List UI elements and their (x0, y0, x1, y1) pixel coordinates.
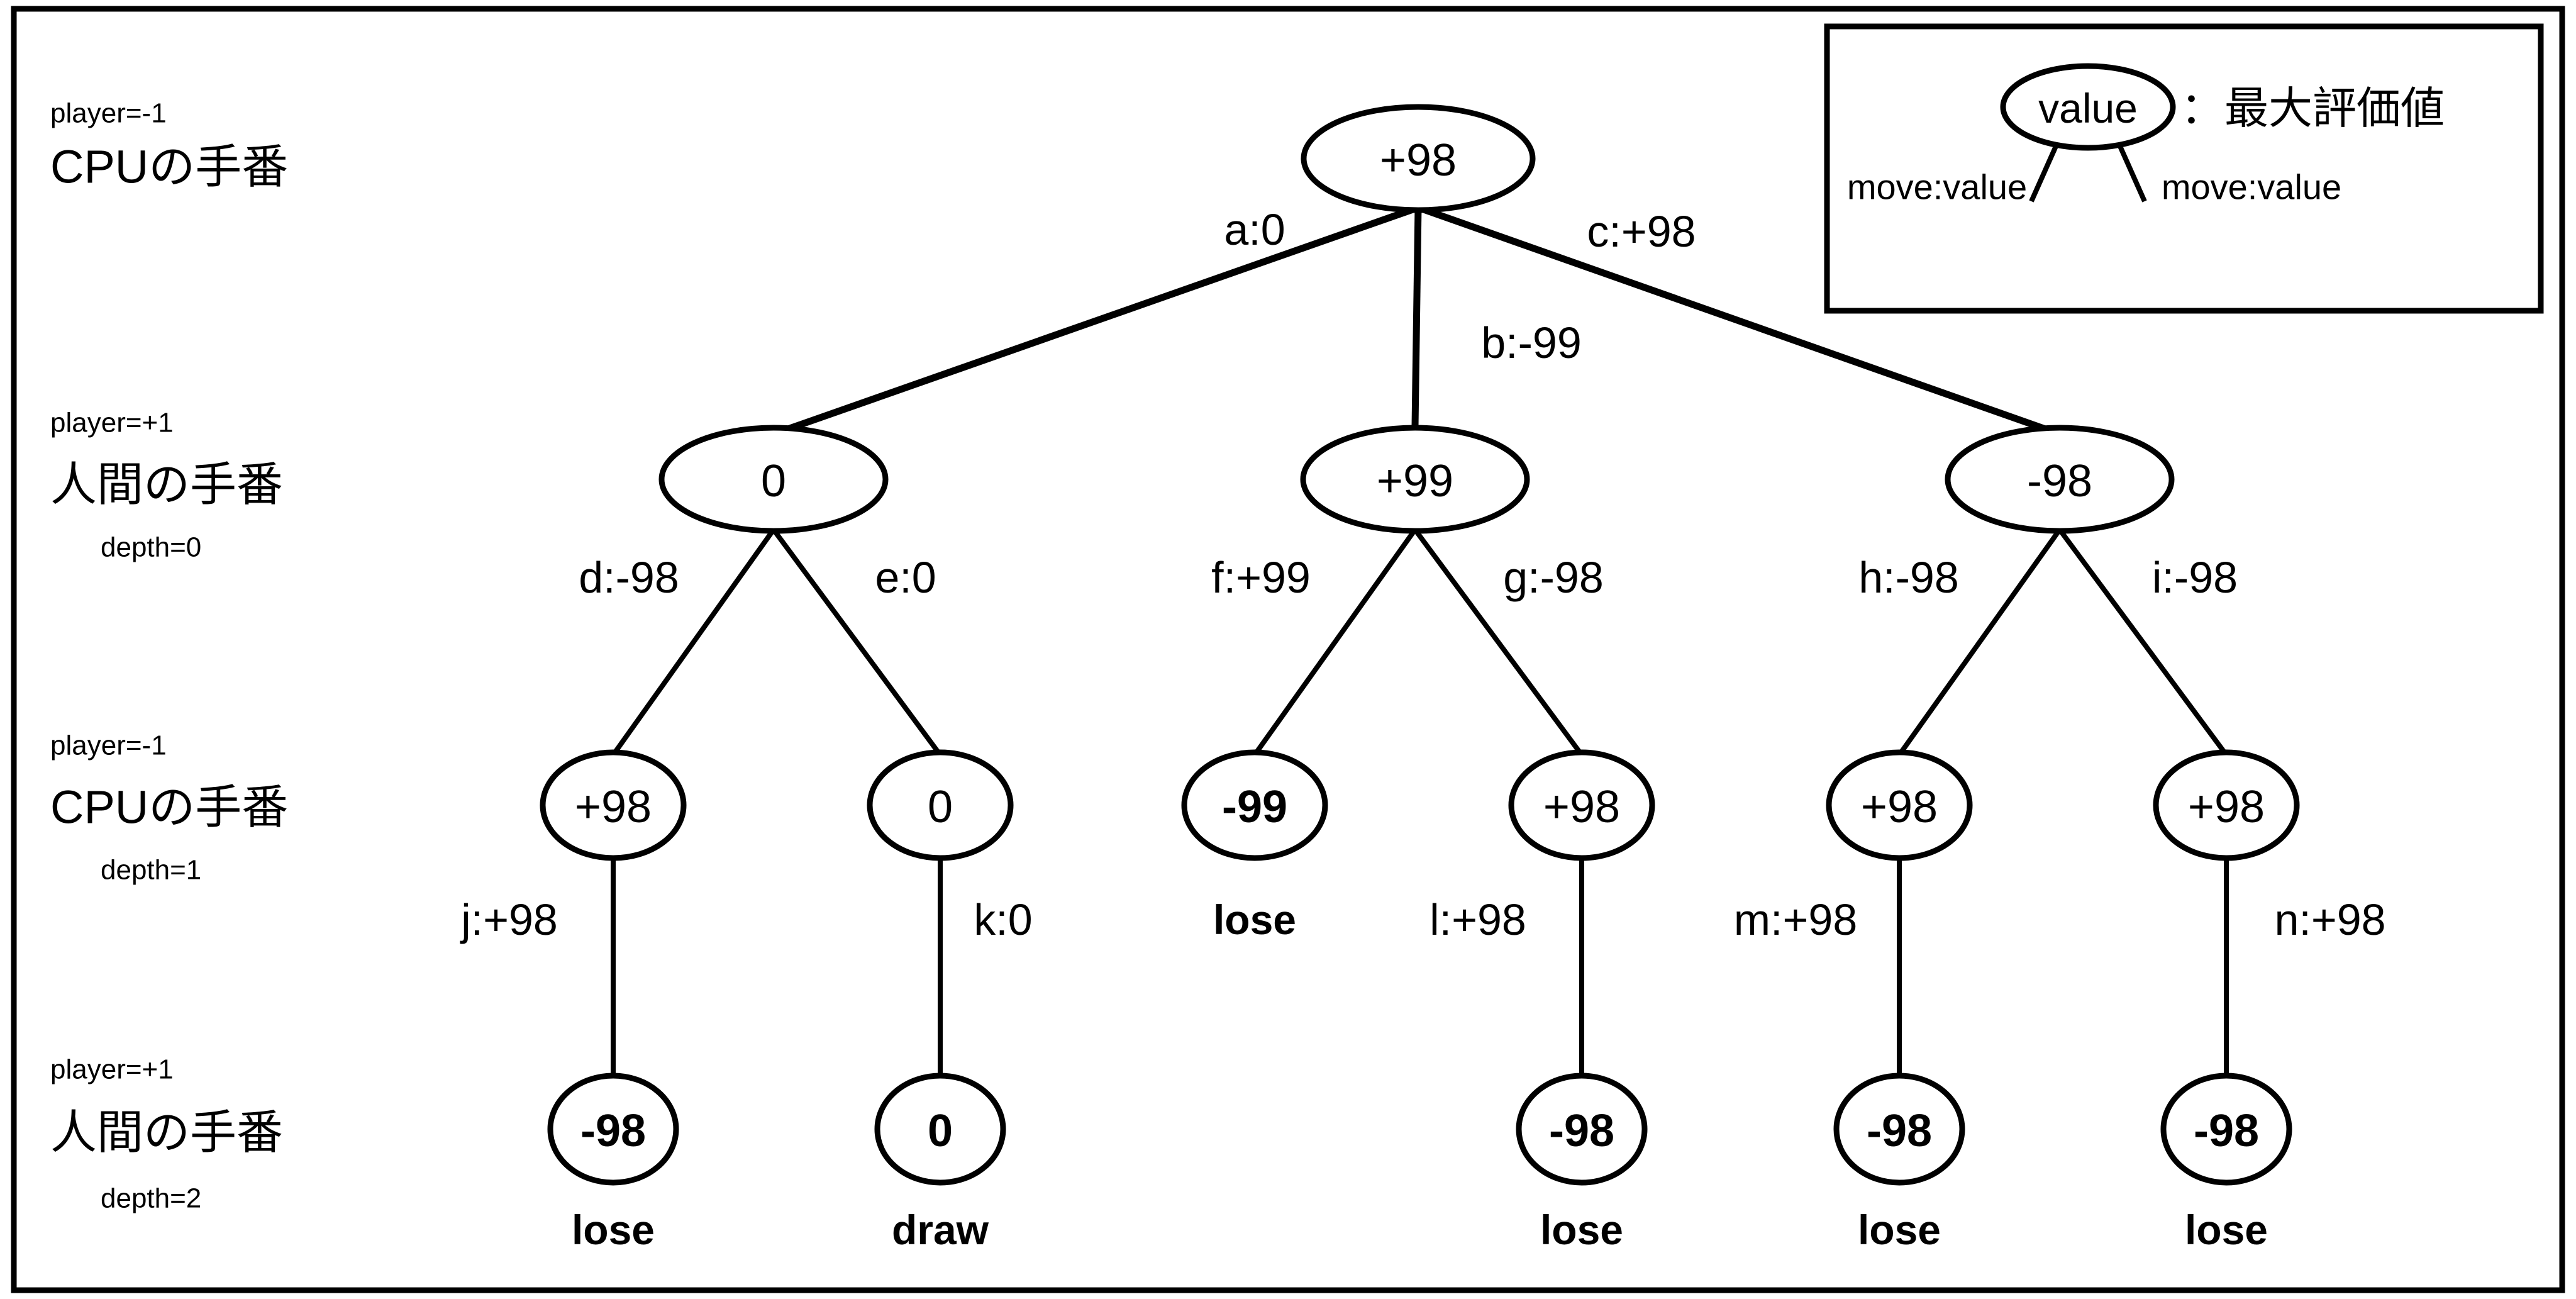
edge-m-label: m:+98 (1734, 895, 1858, 944)
node-e-value: 0 (928, 782, 953, 832)
node-h[interactable]: +98 (1826, 749, 1973, 861)
node-root-value: +98 (1380, 135, 1457, 186)
row-3-turn: 人間の手番 (50, 1107, 283, 1159)
legend-frame (1824, 23, 2544, 314)
node-e-shape (867, 749, 1014, 861)
node-n-terminal: lose (2185, 1207, 2268, 1253)
node-root[interactable]: +98 (1301, 104, 1536, 213)
node-c-shape (1945, 425, 2175, 534)
node-m-value: -98 (1867, 1106, 1932, 1156)
edge-d-label: d:-98 (579, 553, 679, 602)
node-l-value: -98 (1549, 1106, 1614, 1156)
legend-right-move-label: move:value (2162, 167, 2341, 207)
node-f-shape (1181, 749, 1328, 861)
node-b-shape (1300, 425, 1530, 534)
edge-a-line (772, 204, 1419, 438)
node-e[interactable]: 0 (867, 749, 1014, 861)
edge-j-label: j:+98 (460, 895, 558, 944)
edge-h-label: h:-98 (1858, 553, 1959, 602)
edge-c-label: c:+98 (1587, 207, 1696, 256)
node-m-shape (1833, 1073, 1965, 1186)
node-k-value: 0 (928, 1106, 953, 1156)
legend-node-label: value (2038, 85, 2138, 131)
legend-left-move-label: move:value (1847, 167, 2027, 207)
node-a[interactable]: 0 (658, 425, 889, 534)
edge-h-line (1897, 528, 2062, 757)
row-1-depth: depth=0 (101, 532, 201, 563)
node-b-value: +99 (1377, 456, 1453, 506)
node-f-terminal: lose (1213, 896, 1296, 943)
node-g[interactable]: +98 (1508, 749, 1655, 861)
node-d[interactable]: +98 (540, 749, 687, 861)
node-j[interactable]: -98 lose (547, 1073, 679, 1253)
row-2-depth: depth=1 (101, 855, 201, 886)
row-3-player: player=+1 (50, 1054, 174, 1085)
node-l-terminal: lose (1540, 1207, 1623, 1253)
node-g-shape (1508, 749, 1655, 861)
row-label-depth-1: player=-1 CPUの手番 depth=1 (50, 730, 288, 886)
node-j-value: -98 (580, 1106, 646, 1156)
node-n-value: -98 (2194, 1106, 2259, 1156)
row-0-player: player=-1 (50, 98, 167, 129)
edge-f-line (1252, 528, 1418, 757)
edge-b-line (1411, 207, 1422, 427)
edge-d-line (611, 528, 776, 757)
node-f-value: -99 (1222, 782, 1287, 832)
node-l-shape (1516, 1073, 1648, 1186)
node-c[interactable]: -98 (1945, 425, 2175, 534)
row-2-player: player=-1 (50, 730, 167, 761)
node-m[interactable]: -98 lose (1833, 1073, 1965, 1253)
node-m-terminal: lose (1858, 1207, 1941, 1253)
edge-e-label: e:0 (875, 553, 936, 602)
edge-a-label: a:0 (1224, 205, 1285, 254)
node-d-value: +98 (575, 782, 652, 832)
node-g-value: +98 (1543, 782, 1620, 832)
node-h-value: +98 (1861, 782, 1938, 832)
node-k[interactable]: 0 draw (874, 1073, 1006, 1253)
edge-i-line (2057, 528, 2229, 757)
edge-k-label: k:0 (974, 895, 1032, 944)
outer-border (11, 6, 2565, 1293)
node-j-shape (547, 1073, 679, 1186)
edge-f-label: f:+99 (1211, 553, 1311, 602)
node-i-shape (2153, 749, 2300, 861)
node-j-terminal: lose (572, 1207, 655, 1253)
node-root-shape (1301, 104, 1536, 213)
node-n-shape (2160, 1073, 2292, 1186)
edge-n-label: n:+98 (2274, 895, 2385, 944)
edge-c-line (1417, 204, 2061, 438)
edge-g-line (1413, 528, 1584, 757)
node-n[interactable]: -98 lose (2160, 1073, 2292, 1253)
node-a-shape (658, 425, 889, 534)
node-k-shape (874, 1073, 1006, 1186)
node-c-value: -98 (2027, 456, 2092, 506)
legend-node-shape (2000, 63, 2176, 151)
node-h-shape (1826, 749, 1973, 861)
node-f[interactable]: -99 lose (1181, 749, 1328, 943)
row-1-player: player=+1 (50, 408, 174, 438)
row-2-turn: CPUの手番 (50, 781, 288, 833)
edge-i-label: i:-98 (2152, 553, 2238, 602)
node-k-terminal: draw (892, 1207, 989, 1253)
row-label-depth-0: player=+1 人間の手番 depth=0 (50, 408, 283, 563)
row-0-turn: CPUの手番 (50, 141, 288, 193)
row-3-depth: depth=2 (101, 1183, 201, 1214)
legend-box: value ：最大評価値 move:value move:value (1824, 23, 2544, 314)
row-label-depth-2: player=+1 人間の手番 depth=2 (50, 1054, 283, 1214)
node-l[interactable]: -98 lose (1516, 1073, 1648, 1253)
node-i-value: +98 (2188, 782, 2265, 832)
node-b[interactable]: +99 (1300, 425, 1530, 534)
edge-g-label: g:-98 (1503, 553, 1604, 602)
row-1-turn: 人間の手番 (50, 459, 283, 511)
edge-l-label: l:+98 (1430, 895, 1526, 944)
node-i[interactable]: +98 (2153, 749, 2300, 861)
node-d-shape (540, 749, 687, 861)
edge-e-line (771, 528, 943, 757)
row-label-depth-root: player=-1 CPUの手番 (50, 98, 288, 193)
node-a-value: 0 (761, 456, 786, 506)
edge-b-label: b:-99 (1481, 318, 1582, 367)
legend-description: ：最大評価値 (2180, 84, 2445, 133)
